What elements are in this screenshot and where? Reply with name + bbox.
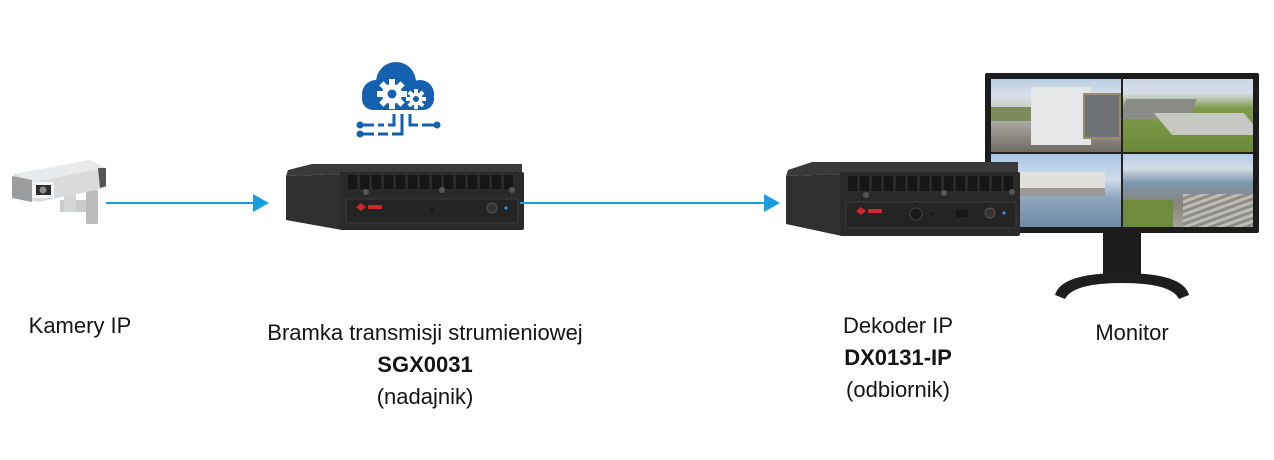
gateway-role: (nadajnik) [376,384,474,409]
label-decoder: Dekoder IP DX0131-IP (odbiornik) [798,310,998,406]
monitor-title: Monitor [1095,320,1169,345]
decoder-title: Dekoder IP [842,313,954,338]
monitor-screen [991,79,1253,227]
camera-feed-riverside-lawn [1123,79,1253,152]
camera-feed-river-embankment [1123,154,1253,227]
decoder-model: DX0131-IP [844,345,952,370]
arrow-head-icon [764,194,780,212]
label-monitor: Monitor [1062,317,1202,349]
cloud-gears-icon [354,58,446,138]
decoder-role: (odbiornik) [846,377,950,402]
monitor-icon [985,73,1259,303]
arrow-head-icon [253,194,269,212]
streaming-gateway-device [282,162,526,232]
label-gateway: Bramka transmisji strumieniowej SGX0031 … [200,317,650,413]
connection-camera-to-gateway [106,202,256,204]
ip-decoder-device [782,160,1022,238]
camera-feed-building-entrance [991,79,1121,152]
camera-title: Kamery IP [28,313,132,338]
label-camera: Kamery IP [0,310,160,342]
gateway-title: Bramka transmisji strumieniowej [267,320,583,345]
ip-camera-icon [8,160,108,230]
gateway-model: SGX0031 [377,352,473,377]
connection-gateway-to-decoder [520,202,768,204]
